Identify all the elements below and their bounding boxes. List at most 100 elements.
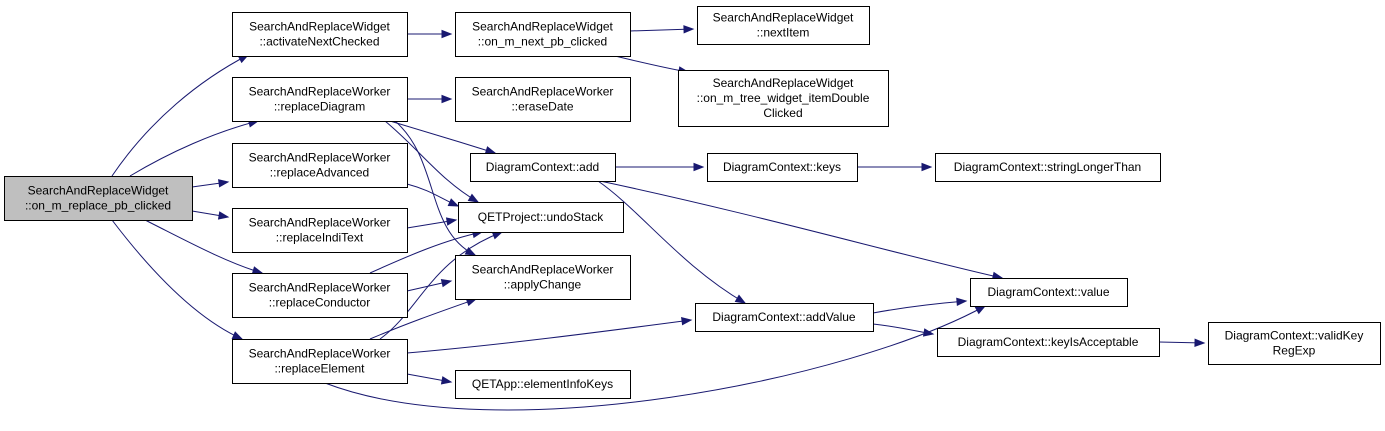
edge-line: [406, 319, 692, 354]
node-replace-conductor[interactable]: SearchAndReplaceWorker::replaceConductor: [232, 273, 408, 318]
edge-arrowhead: [922, 328, 935, 337]
node-box[interactable]: [455, 255, 631, 300]
node-box[interactable]: [707, 153, 858, 182]
node-label-line: ::on_m_tree_widget_itemDouble: [697, 91, 870, 105]
edge-arrowhead: [734, 294, 747, 304]
node-dc-key-is-acceptable[interactable]: DiagramContext::keyIsAcceptable: [937, 328, 1160, 357]
edge-replace-indi-text-to-undo-stack: [406, 217, 458, 229]
nodes-layer: SearchAndReplaceWidget::on_m_replace_pb_…: [4, 6, 1381, 399]
node-box[interactable]: [697, 6, 870, 45]
node-label-line: ::replaceIndiText: [276, 231, 364, 245]
node-box[interactable]: [695, 303, 874, 332]
edge-root-to-replace-advanced: [191, 179, 230, 188]
edge-arrowhead: [683, 25, 695, 34]
node-box[interactable]: [232, 339, 408, 384]
node-undo-stack[interactable]: QETProject::undoStack: [458, 202, 624, 233]
node-on-next-pb-clicked[interactable]: SearchAndReplaceWidget::on_m_next_pb_cli…: [455, 12, 631, 57]
edge-root-to-replace-indi-text: [191, 210, 230, 220]
edge-arrowhead: [217, 211, 230, 220]
node-label-line: ::on_m_replace_pb_clicked: [25, 199, 171, 213]
node-next-item[interactable]: SearchAndReplaceWidget::nextItem: [697, 6, 870, 45]
node-box[interactable]: [232, 143, 408, 188]
node-label-line: ::applyChange: [504, 278, 582, 292]
node-replace-indi-text[interactable]: SearchAndReplaceWorker::replaceIndiText: [232, 208, 408, 253]
node-root[interactable]: SearchAndReplaceWidget::on_m_replace_pb_…: [4, 176, 193, 221]
node-box[interactable]: [232, 273, 408, 318]
node-label-line: DiagramContext::keyIsAcceptable: [958, 335, 1139, 349]
edge-arrowhead: [921, 162, 933, 172]
edge-dc-add-to-dc-add-value: [597, 180, 747, 304]
edge-replace-diagram-to-erase-date: [407, 94, 453, 104]
node-label-line: SearchAndReplaceWorker: [249, 281, 391, 295]
edge-line: [379, 231, 503, 340]
edge-line: [369, 298, 477, 340]
edge-root-to-replace-element: [111, 219, 244, 340]
node-box[interactable]: [1208, 322, 1381, 365]
node-label-line: SearchAndReplaceWidget: [713, 76, 854, 90]
node-label-line: ::replaceElement: [274, 362, 365, 376]
node-label-line: Clicked: [763, 106, 802, 120]
edge-line: [129, 120, 259, 177]
node-label-line: SearchAndReplaceWorker: [472, 263, 614, 277]
node-dc-add[interactable]: DiagramContext::add: [470, 153, 616, 182]
node-box[interactable]: [232, 208, 408, 253]
edge-line: [872, 300, 967, 314]
node-box[interactable]: [455, 12, 631, 57]
edge-arrowhead: [231, 331, 244, 340]
node-label-line: SearchAndReplaceWorker: [249, 347, 391, 361]
node-label-line: DiagramContext::addValue: [712, 310, 856, 324]
edge-arrowhead: [693, 162, 705, 172]
node-label-line: SearchAndReplaceWorker: [249, 216, 391, 230]
edge-arrowhead: [1194, 338, 1206, 348]
edge-arrowhead: [484, 146, 497, 155]
edge-line: [614, 55, 689, 73]
node-label-line: SearchAndReplaceWidget: [713, 11, 854, 25]
node-box[interactable]: [470, 153, 616, 182]
node-label-line: QETProject::undoStack: [478, 210, 604, 224]
node-box[interactable]: [232, 77, 408, 122]
edge-replace-advanced-to-undo-stack: [406, 183, 460, 207]
node-box[interactable]: [455, 370, 631, 399]
node-box[interactable]: [4, 176, 193, 221]
node-replace-advanced[interactable]: SearchAndReplaceWorker::replaceAdvanced: [232, 143, 408, 188]
edge-replace-diagram-to-undo-stack: [384, 120, 480, 203]
node-box[interactable]: [458, 202, 624, 233]
node-box[interactable]: [455, 77, 631, 122]
node-element-info-keys[interactable]: QETApp::elementInfoKeys: [455, 370, 631, 399]
node-label-line: SearchAndReplaceWorker: [249, 151, 391, 165]
node-dc-add-value[interactable]: DiagramContext::addValue: [695, 303, 874, 332]
edge-arrowhead: [445, 217, 458, 226]
edge-line: [384, 120, 479, 203]
node-dc-string-longer-than[interactable]: DiagramContext::stringLongerThan: [935, 153, 1161, 182]
node-activate-next-checked[interactable]: SearchAndReplaceWidget::activateNextChec…: [232, 12, 408, 57]
node-apply-change[interactable]: SearchAndReplaceWorker::applyChange: [455, 255, 631, 300]
edge-on-next-pb-clicked-to-next-item: [629, 25, 695, 34]
node-replace-element[interactable]: SearchAndReplaceWorker::replaceElement: [232, 339, 408, 384]
node-label-line: SearchAndReplaceWidget: [249, 20, 390, 34]
node-label-line: DiagramContext::stringLongerThan: [954, 160, 1141, 174]
node-erase-date[interactable]: SearchAndReplaceWorker::eraseDate: [455, 77, 631, 122]
node-tree-item-double-clicked[interactable]: SearchAndReplaceWidget::on_m_tree_widget…: [678, 70, 889, 127]
node-replace-diagram[interactable]: SearchAndReplaceWorker::replaceDiagram: [232, 77, 408, 122]
edge-line: [599, 180, 1003, 279]
node-label-line: SearchAndReplaceWidget: [472, 20, 613, 34]
node-box[interactable]: [678, 70, 889, 127]
node-box[interactable]: [970, 278, 1128, 307]
node-dc-value[interactable]: DiagramContext::value: [970, 278, 1128, 307]
node-box[interactable]: [935, 153, 1161, 182]
node-label-line: ::replaceDiagram: [274, 100, 365, 114]
node-label-line: ::replaceAdvanced: [270, 166, 369, 180]
edge-dc-keys-to-dc-string-longer-than: [857, 162, 933, 172]
edge-root-to-activate-next-checked: [111, 54, 250, 177]
edge-arrowhead: [681, 317, 693, 326]
edge-replace-element-to-dc-value: [324, 305, 987, 411]
node-dc-keys[interactable]: DiagramContext::keys: [707, 153, 858, 182]
edge-dc-add-to-dc-keys: [615, 162, 705, 172]
edge-line: [629, 28, 694, 32]
node-box[interactable]: [937, 328, 1160, 357]
node-label-line: DiagramContext::keys: [723, 160, 841, 174]
node-box[interactable]: [232, 12, 408, 57]
node-label-line: RegExp: [1273, 344, 1316, 358]
